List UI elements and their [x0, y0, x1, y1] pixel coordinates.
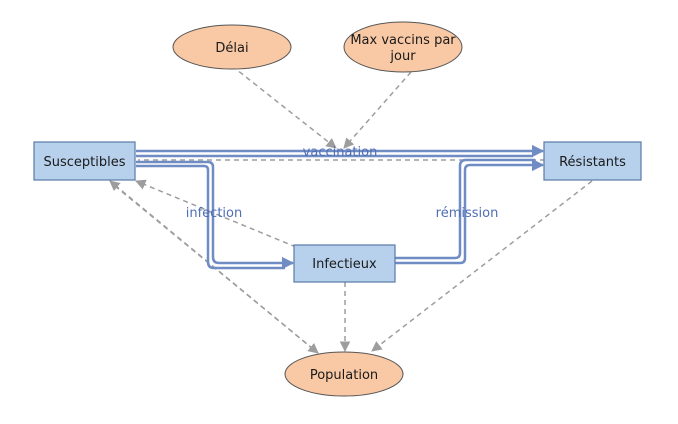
- link-max-vaccins-to-vaccination: [343, 71, 412, 149]
- flow-label-vaccination: vaccination: [303, 145, 378, 160]
- stock-infectieux[interactable]: Infectieux: [293, 244, 396, 283]
- variable-delai-label: Délai: [215, 41, 248, 56]
- flow-label-remission: rémission: [436, 206, 499, 221]
- flow-remission-side: [395, 158, 535, 260]
- link-susceptibles-to-population: [114, 185, 319, 354]
- stock-susceptibles[interactable]: Susceptibles: [33, 141, 136, 181]
- link-resistants-to-population: [371, 180, 593, 352]
- stock-resistants-label: Résistants: [559, 155, 626, 170]
- variable-population[interactable]: Population: [284, 351, 404, 397]
- variable-population-label: Population: [310, 368, 378, 383]
- link-infectieux-to-infection: [135, 179, 297, 248]
- flow-infection-side: [136, 164, 285, 270]
- variable-max-vaccins-label-line1: Max vaccins par: [350, 33, 456, 48]
- flow-remission: [395, 158, 545, 265]
- stock-infectieux-label: Infectieux: [312, 257, 377, 272]
- variable-max-vaccins-par-jour[interactable]: Max vaccins par jour: [343, 21, 463, 73]
- variable-max-vaccins-label-line2: jour: [389, 49, 416, 64]
- stock-susceptibles-label: Susceptibles: [43, 155, 125, 170]
- flow-label-infection: infection: [186, 206, 242, 221]
- stock-resistants[interactable]: Résistants: [543, 141, 642, 181]
- variable-delai[interactable]: Délai: [172, 24, 292, 70]
- link-delai-to-vaccination: [231, 65, 337, 149]
- flow-infection: [136, 160, 295, 270]
